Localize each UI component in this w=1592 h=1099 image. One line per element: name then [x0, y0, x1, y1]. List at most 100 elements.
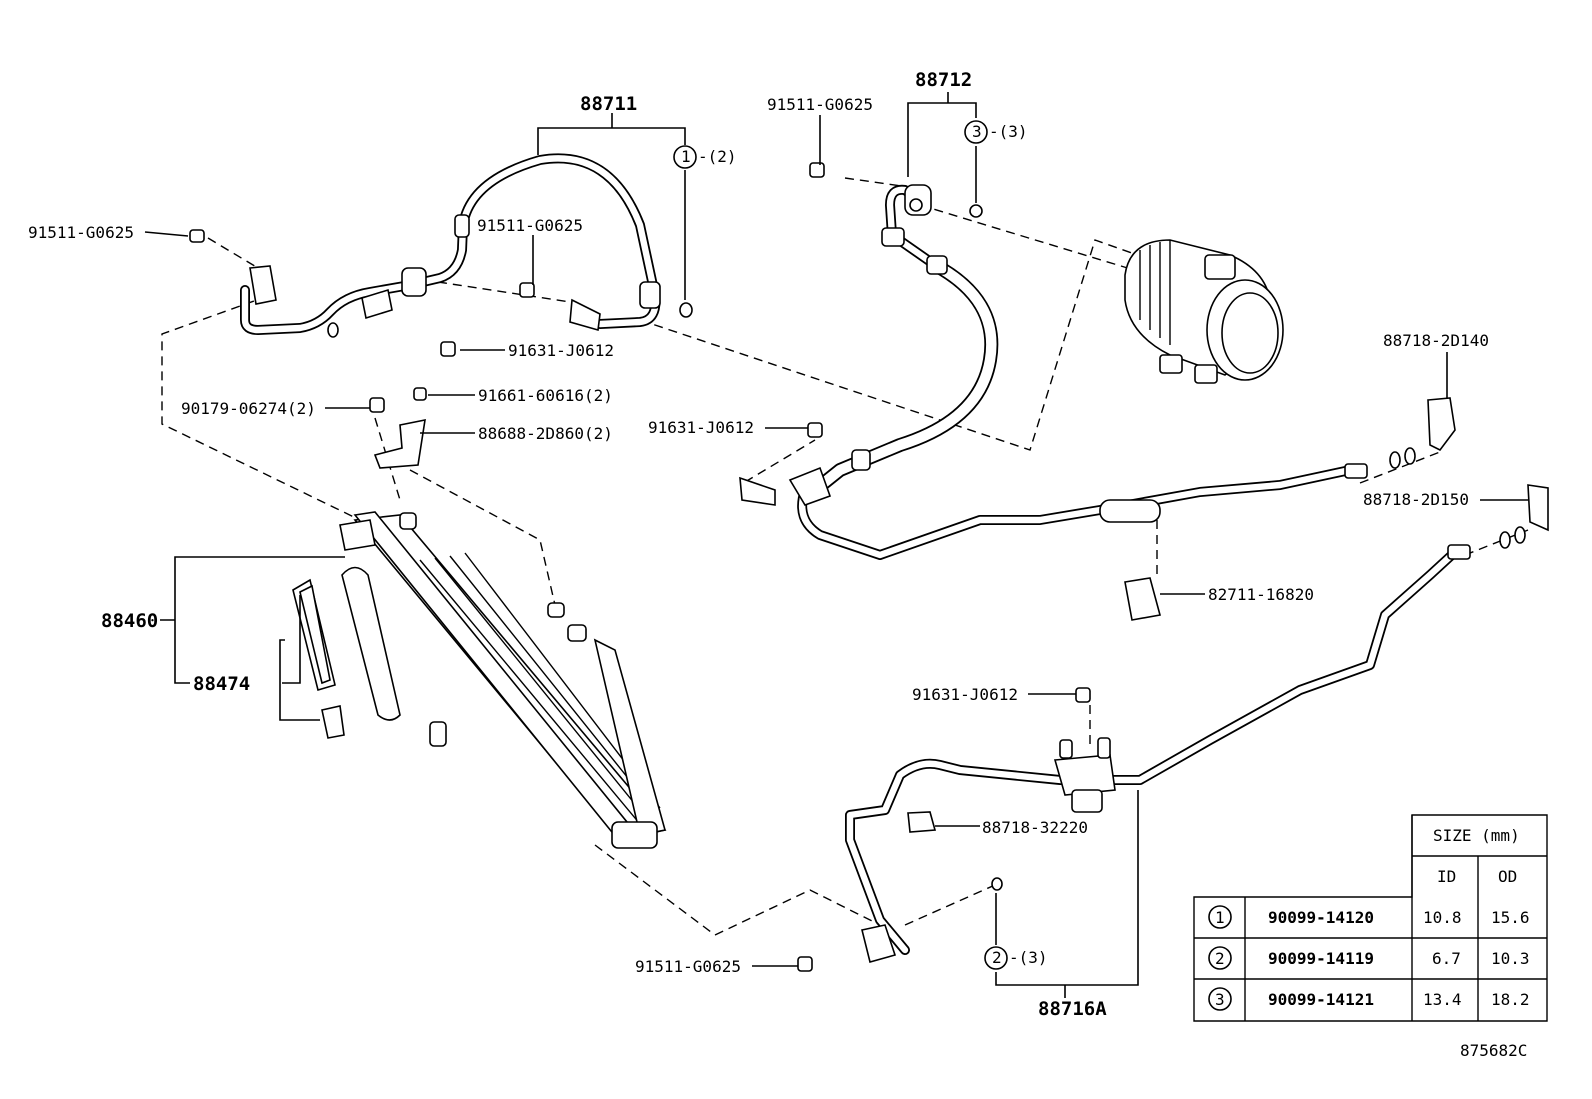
- table-ref-circle: [1208, 946, 1232, 970]
- bolt-icon: [413, 387, 427, 401]
- clamp-icon: [1527, 484, 1549, 532]
- label-nut-90179: 90179-06274(2): [181, 399, 316, 418]
- hose-fitting: [454, 214, 470, 238]
- label-clamp-32220: 88718-32220: [982, 818, 1088, 837]
- label-88716A: 88716A: [1038, 998, 1107, 1020]
- bolt-icon: [440, 341, 456, 357]
- label-88711-ring: -(2): [698, 147, 737, 166]
- table-row-id: 13.4: [1423, 990, 1462, 1009]
- bolt-icon: [519, 282, 535, 298]
- hose-ferrule: [639, 281, 661, 309]
- nut-icon: [369, 397, 385, 413]
- label-bolt-91661: 91661-60616(2): [478, 386, 613, 405]
- label-bolt-91631-b: 91631-J0612: [648, 418, 754, 437]
- table-row-part: 90099-14121: [1268, 990, 1374, 1009]
- table-row-part: 90099-14119: [1268, 949, 1374, 968]
- part-labels: 88711 1 -(2) 88712 3 -(3) 88716A 2 -(3) …: [28, 69, 1527, 1060]
- table-ref-circle: [1208, 987, 1232, 1011]
- compressor: [1124, 239, 1284, 384]
- service-valve: [1059, 739, 1073, 759]
- label-bolt-91511-c: 91511-G0625: [767, 95, 873, 114]
- label-bracket-88688: 88688-2D860(2): [478, 424, 613, 443]
- table-row-od: 15.6: [1491, 908, 1530, 927]
- label-bolt-91511-b: 91511-G0625: [477, 216, 583, 235]
- size-table-col-id: ID: [1437, 867, 1456, 886]
- table-row-id: 10.8: [1423, 908, 1462, 927]
- receiver-88474: [292, 566, 401, 739]
- table-row-od: 18.2: [1491, 990, 1530, 1009]
- o-ring-ref-circles: [673, 120, 1008, 970]
- label-88474: 88474: [193, 673, 250, 695]
- clamp-icon: [1427, 397, 1456, 452]
- label-88711: 88711: [580, 93, 637, 115]
- suction-hose-88712: [808, 184, 999, 497]
- label-bolt-91631-c: 91631-J0612: [912, 685, 1018, 704]
- bolt-icon: [189, 229, 205, 243]
- condenser-88460: [339, 511, 667, 849]
- o-ring: [679, 302, 693, 318]
- pipe-end-fitting: [1447, 544, 1471, 560]
- bolt-icon: [797, 956, 813, 972]
- bracket-icon: [373, 418, 426, 469]
- diagram-code: 875682C: [1460, 1041, 1527, 1060]
- pipe-junction-block: [1053, 754, 1116, 796]
- o-ring: [991, 877, 1003, 891]
- label-88460: 88460: [101, 610, 158, 632]
- table-ref-circle: [1208, 905, 1232, 929]
- hose-flange: [569, 298, 601, 332]
- size-table-col-od: OD: [1498, 867, 1517, 886]
- ref-circle-1: [673, 145, 697, 169]
- bolt-icon: [1075, 687, 1091, 703]
- table-row-no: 3: [1215, 990, 1225, 1009]
- bolt-icon: [807, 422, 823, 438]
- label-88716A-ring: -(3): [1009, 948, 1048, 967]
- discharge-hose-88711: [240, 153, 693, 338]
- ring-no-3: 3: [972, 122, 982, 141]
- o-ring: [1389, 451, 1401, 469]
- ring-no-1: 1: [681, 147, 691, 166]
- table-row-id: 6.7: [1432, 949, 1461, 968]
- o-ring-size-table: SIZE (mm) ID OD 1 90099-14120 10.8 15.6 …: [1193, 814, 1548, 1022]
- label-clamp-2D150: 88718-2D150: [1363, 490, 1469, 509]
- pipe-block-base: [1071, 789, 1103, 813]
- hose-nut: [881, 227, 905, 247]
- label-clamp-2D140: 88718-2D140: [1383, 331, 1489, 350]
- label-clamp-82711: 82711-16820: [1208, 585, 1314, 604]
- clamp-icon: [1124, 577, 1162, 621]
- pipe-flange: [788, 466, 832, 506]
- o-ring: [1499, 531, 1511, 549]
- ref-circle-2: [984, 946, 1008, 970]
- pipe-end-fitting: [1344, 463, 1368, 479]
- pipe-flange: [861, 924, 897, 963]
- bracket: [361, 288, 393, 320]
- ref-circle-3: [964, 120, 988, 144]
- hose-flange: [249, 265, 277, 305]
- pipe-bracket: [739, 476, 776, 506]
- liquid-pipe-88716A: [845, 526, 1526, 963]
- o-ring: [969, 204, 983, 218]
- hose-ferrule: [401, 267, 427, 297]
- hose-ferrule: [926, 255, 948, 275]
- clamp-icon: [907, 811, 937, 833]
- label-bolt-91511-d: 91511-G0625: [635, 957, 741, 976]
- hose-ferrule: [851, 449, 871, 471]
- service-valve: [1097, 737, 1111, 759]
- ring-no-2: 2: [992, 948, 1002, 967]
- size-table-title: SIZE (mm): [1433, 826, 1520, 845]
- bolt-icon: [809, 162, 825, 178]
- pipe-sleeve: [1099, 499, 1161, 523]
- table-row-part: 90099-14120: [1268, 908, 1374, 927]
- suction-pipe: [739, 447, 1416, 560]
- table-row-od: 10.3: [1491, 949, 1530, 968]
- o-ring: [1514, 526, 1526, 544]
- o-ring: [1404, 447, 1416, 465]
- label-bolt-91631-a: 91631-J0612: [508, 341, 614, 360]
- table-row-no: 1: [1215, 908, 1225, 927]
- leader-lines: [144, 92, 1528, 998]
- table-row-no: 2: [1215, 949, 1225, 968]
- label-88712: 88712: [915, 69, 972, 91]
- fitting-hole: [909, 198, 923, 212]
- o-ring: [327, 322, 339, 338]
- hardware: [189, 162, 1549, 972]
